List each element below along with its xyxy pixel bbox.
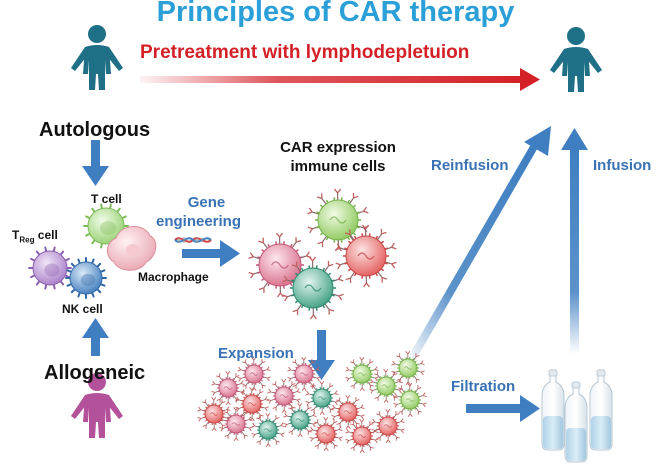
expanded-car-cell-icon: [371, 409, 405, 443]
arrow-filtration: [466, 395, 540, 422]
pretreatment-arrow: [140, 68, 540, 91]
treg-suffix: cell: [34, 228, 58, 242]
arrow-autologous-to-cells: [82, 140, 109, 186]
pretreatment-label: Pretreatment with lymphodepletuion: [140, 42, 470, 63]
treg-cell-icon: [28, 246, 72, 290]
dna-icon: [174, 237, 212, 243]
allogeneic-label: Allogeneic: [44, 362, 146, 384]
expanded-car-cell-icon: [235, 387, 269, 421]
page-title: Principles of CAR therapy: [156, 0, 515, 28]
expanded-car-cell-icon: [237, 357, 271, 391]
arrow-expansion: [308, 330, 335, 380]
treg-main: T: [12, 228, 20, 242]
reinfusion-label: Reinfusion: [431, 157, 509, 174]
expanded-car-cell-icon: [219, 407, 253, 441]
expansion-label: Expansion: [218, 345, 294, 362]
expanded-car-cell-icon: [283, 403, 317, 437]
allogeneic-person-icon: [71, 373, 123, 438]
expanded-car-cell-icon: [309, 417, 343, 451]
nk-cell-label: NK cell: [62, 302, 103, 316]
expanded-car-cell-icon: [287, 357, 321, 391]
gene-engineering-label: Gene engineering: [156, 193, 241, 231]
arrow-reinfusion: [408, 126, 551, 363]
expanded-car-cell-icon: [345, 419, 379, 453]
vial-icon: [541, 369, 613, 463]
expanded-car-cell-icon: [267, 379, 301, 413]
expanded-car-cell-icon: [345, 357, 379, 391]
nk-cell-icon: [65, 257, 107, 299]
expanded-car-cell-icon: [393, 383, 427, 417]
infusion-label: Infusion: [593, 157, 652, 174]
car-line1: CAR expression: [280, 139, 396, 156]
t-cell-label: T cell: [91, 192, 122, 206]
expanded-car-cell-icon: [369, 369, 403, 403]
patient-person-icon: [550, 27, 602, 92]
expanded-car-cell-icon: [305, 381, 339, 415]
treg-cell-label: TReg cell: [12, 228, 58, 244]
arrow-allogeneic-to-cells: [82, 318, 109, 356]
car-line2: immune cells: [290, 158, 386, 175]
macrophage-icon: [107, 226, 157, 271]
autologous-label: Autologous: [39, 119, 151, 141]
treg-sub: Reg: [19, 235, 35, 245]
macrophage-label: Macrophage: [138, 270, 209, 284]
car-expression-label: CAR expression immune cells: [257, 138, 419, 176]
gene-line2: engineering: [156, 213, 242, 230]
gene-line1: Gene: [187, 194, 226, 211]
expanded-car-cell-icon: [331, 395, 365, 429]
arrow-infusion: [561, 128, 588, 354]
arrow-gene-engineering: [182, 240, 240, 267]
expansion-cell-cluster: [197, 351, 427, 453]
filtration-label: Filtration: [451, 378, 516, 395]
expanded-car-cell-icon: [391, 351, 425, 385]
autologous-person-icon: [71, 25, 123, 90]
expanded-car-cell-icon: [251, 413, 285, 447]
expanded-car-cell-icon: [197, 397, 231, 431]
expanded-car-cell-icon: [211, 371, 245, 405]
car-cell-icon: [248, 188, 397, 320]
